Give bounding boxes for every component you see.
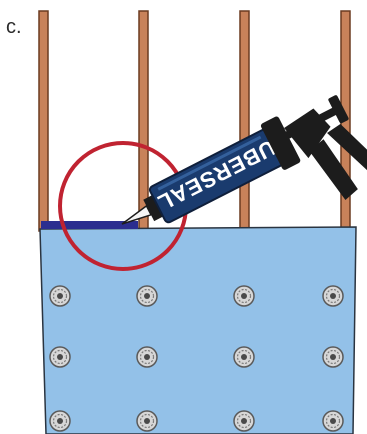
plate-washer-icon xyxy=(322,346,344,368)
plate-washer-icon xyxy=(49,285,71,307)
fastener-grid xyxy=(49,285,344,432)
plate-washer-icon xyxy=(233,346,255,368)
plate-washer-icon xyxy=(136,346,158,368)
plate-washer-icon xyxy=(233,285,255,307)
plate-washer-icon xyxy=(322,410,344,432)
tube-shine xyxy=(157,135,262,191)
tube-collar xyxy=(143,195,164,222)
plate-washer-icon xyxy=(136,285,158,307)
gun-end-cap xyxy=(260,116,301,170)
insulation-board xyxy=(39,226,357,434)
gun-frame xyxy=(284,108,331,159)
gun-handle xyxy=(309,139,358,200)
sealant-bead xyxy=(41,221,138,229)
wall-stud xyxy=(239,10,250,232)
wall-stud xyxy=(38,10,49,232)
step-label: c. xyxy=(6,16,22,38)
plate-washer-icon xyxy=(233,410,255,432)
plate-washer-icon xyxy=(136,410,158,432)
plate-washer-icon xyxy=(49,410,71,432)
gun-trigger xyxy=(327,123,367,177)
rod-end xyxy=(328,95,349,124)
plate-washer-icon xyxy=(49,346,71,368)
plate-washer-icon xyxy=(322,285,344,307)
